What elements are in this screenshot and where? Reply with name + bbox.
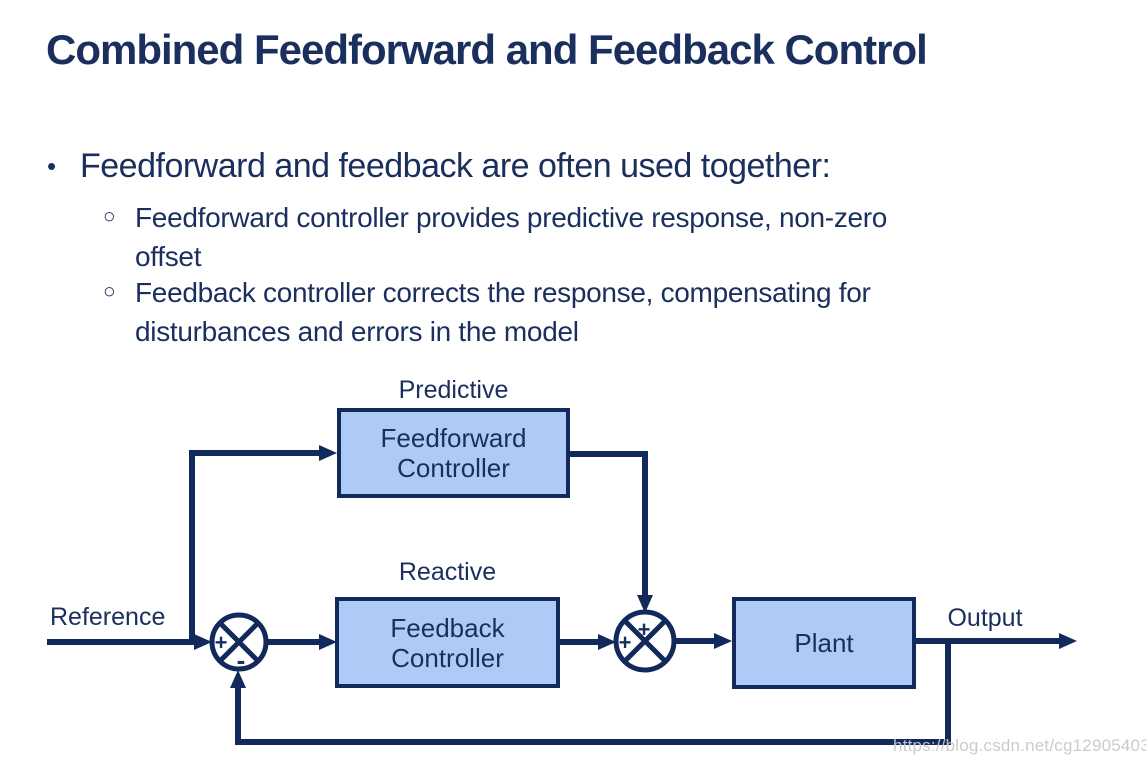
bullet-marker: • <box>47 151 57 181</box>
sub-bullet-line: offset <box>135 241 202 272</box>
output-label: Output <box>947 604 1023 632</box>
plus-sign: + <box>619 630 632 655</box>
feedback-output-arrow <box>560 634 616 650</box>
output-arrow <box>915 633 1077 649</box>
reference-arrow <box>47 634 212 650</box>
feedforward-branch-arrow <box>189 445 337 645</box>
reactive-label: Reactive <box>398 558 497 586</box>
sub-bullet-item: ○ Feedforward controller provides predic… <box>103 198 1083 276</box>
sub-bullet-line: Feedforward controller provides predicti… <box>135 202 888 233</box>
control-signal-arrow <box>674 633 732 649</box>
predictive-label: Predictive <box>398 376 509 404</box>
sub-bullet-item: ○ Feedback controller corrects the respo… <box>103 273 1083 351</box>
plus-sign: + <box>215 630 228 655</box>
watermark: https://blog.csdn.net/cg129054036 <box>893 736 1146 755</box>
bullet-text: Feedforward and feedback are often used … <box>80 147 831 185</box>
plus-sign: + <box>638 617 651 642</box>
reference-label: Reference <box>50 603 166 631</box>
sub-bullet-marker: ○ <box>103 280 116 303</box>
sub-bullet-line: Feedback controller corrects the respons… <box>135 277 871 308</box>
slide-title: Combined Feedforward and Feedback Contro… <box>46 26 928 73</box>
left-sum-junction: + - <box>209 612 269 675</box>
feedforward-controller-block: Feedforward Controller <box>337 408 570 498</box>
error-signal-arrow <box>266 634 337 650</box>
minus-sign: - <box>237 645 246 675</box>
right-sum-junction: + + <box>613 609 677 673</box>
sub-bullet-marker: ○ <box>103 205 116 228</box>
bullet-item: • Feedforward and feedback are often use… <box>47 145 1097 187</box>
feedback-loop-arrow <box>230 641 951 745</box>
feedback-controller-block: Feedback Controller <box>335 597 560 688</box>
feedforward-output-arrow <box>570 451 653 613</box>
sub-bullet-line: disturbances and errors in the model <box>135 316 579 347</box>
plant-block: Plant <box>732 597 916 689</box>
